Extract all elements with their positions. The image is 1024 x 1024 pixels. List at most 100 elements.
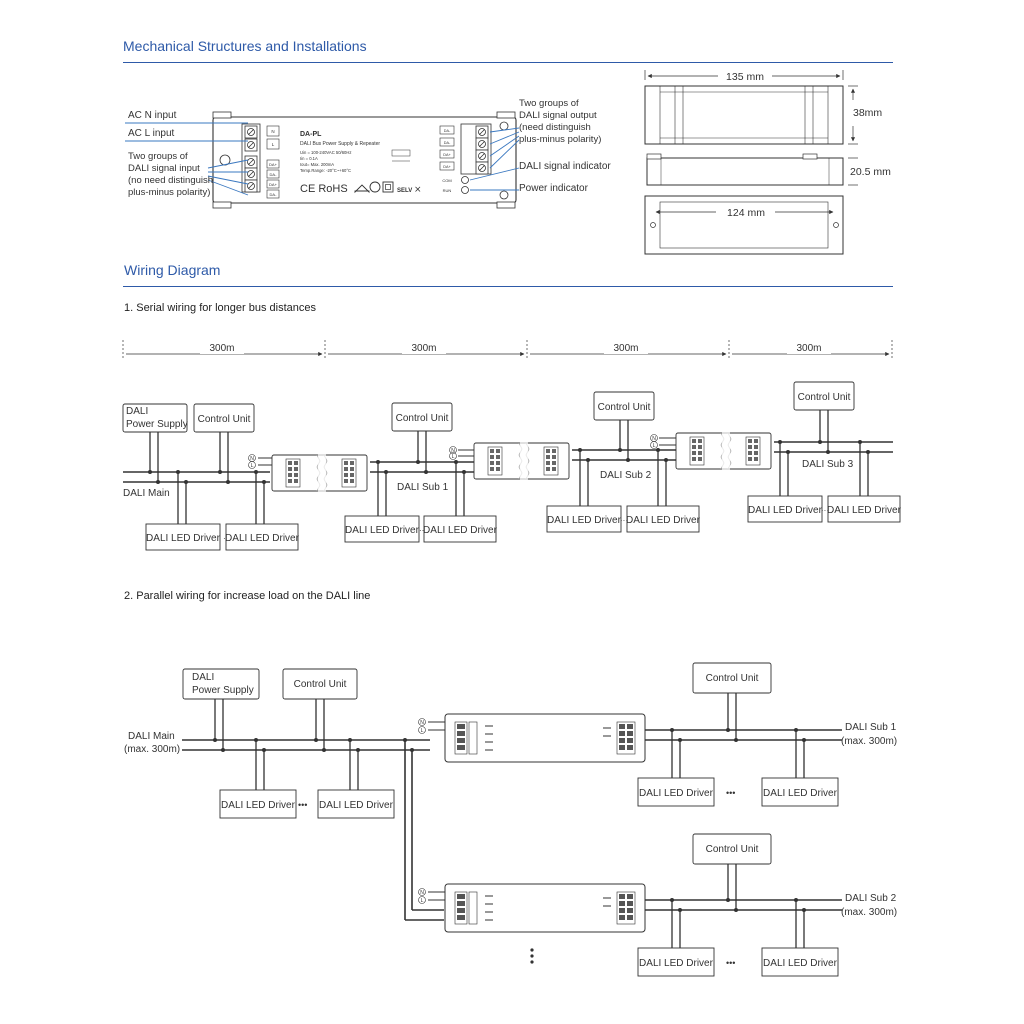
ellipsis: ··· [620,516,628,525]
device-model: DA-PL [300,131,322,138]
wiring-rule [123,286,893,287]
repeater-device [271,453,368,493]
weee-icon: ⨯ [414,184,422,194]
parallel-title: 2. Parallel wiring for increase load on … [124,590,371,602]
repeater-device [675,431,772,471]
term-in-label: DA+ [269,182,278,187]
l-label: L [251,463,254,469]
ellipsis: ••• [726,958,735,968]
control-unit-label: Control Unit [396,413,449,424]
term-out-label: DA+ [443,153,451,157]
term-in-label: DA+ [269,162,278,167]
callout-lines [125,122,520,196]
driver-label: DALI LED Driver [763,958,838,969]
dim-length: 135 mm [726,71,764,83]
cert-marks: CE RoHS [300,183,348,195]
device-front-view: N L DA+ DA- DA+ DA- DA-PL DALI Bus Power… [212,111,517,209]
dali-out-callout: Two groups of [519,98,579,109]
dim-depth: 20.5 mm [850,166,891,178]
dali-out-callout: DALI signal output [519,110,597,121]
repeater-device [473,441,570,481]
power-supply-label: Power Supply [192,685,254,696]
n-label: N [250,456,254,462]
power-supply-label: DALI [126,406,148,417]
dali-in-callout: DALI signal input [128,163,200,174]
power-indicator-callout: Power indicator [519,183,589,194]
com-label: COM [442,178,451,183]
distance-label: 300m [411,343,436,354]
driver-label: DALI LED Driver [639,958,714,969]
driver-label: DALI LED Driver [345,525,420,536]
nl-labels: N L N L N L [248,434,658,469]
dim-mount: 124 mm [727,207,765,219]
dali-sub2-label: DALI Sub 2 [845,893,897,904]
term-in-label: DA- [270,192,278,197]
control-unit-label: Control Unit [294,679,347,690]
device-subtitle: DALI Bus Power Supply & Repeater [300,141,380,147]
control-unit-label: Control Unit [598,402,651,413]
dali-out-callout: (need distinguish [519,122,591,133]
dimension-views: 135 mm 38mm 20.5 mm 124 mm [644,70,891,255]
parallel-wiring: N L N L DALI Power Supply Control Unit C… [124,662,897,977]
power-led [461,186,469,194]
dali-sub1-label: DALI Sub 1 [845,722,897,733]
ac-n-callout: AC N input [128,110,177,121]
ellipsis: ··· [419,526,427,535]
control-unit-label: Control Unit [706,673,759,684]
mechanical-rule [123,62,893,63]
dali-sub-label: DALI Sub 2 [600,470,652,481]
distance-label: 300m [613,343,638,354]
term-out-label: DA+ [443,165,451,169]
mechanical-title: Mechanical Structures and Installations [123,38,367,54]
device-spec: Uin = 100-240VAC 50/60Hz [300,150,351,155]
dali-in-callout: Two groups of [128,151,188,162]
double-insulation-icon [382,181,394,193]
term-in-label: L [272,142,275,147]
dali-main-label: DALI Main [123,488,170,499]
driver-label: DALI LED Driver [225,533,300,544]
device-spec: Iout= Max. 200mA [300,162,334,167]
dim-height: 38mm [853,107,882,119]
driver-label: DALI LED Driver [763,788,838,799]
driver-label: DALI LED Driver [827,505,902,516]
dali-led [461,176,469,184]
dali-in-callout: (no need distinguish [128,175,213,186]
driver-label: DALI LED Driver [146,533,221,544]
indoor-icon [354,184,370,194]
n-label: N [652,436,656,442]
driver-label: DALI LED Driver [319,800,394,811]
driver-label: DALI LED Driver [547,515,622,526]
l-label: L [421,898,424,904]
dali-sub1-range: (max. 300m) [841,736,897,747]
term-out-label: DA- [444,141,451,145]
wiring-title: Wiring Diagram [124,262,221,278]
distance-label: 300m [209,343,234,354]
term-in-label: DA- [270,172,278,177]
callouts: AC N input AC L input Two groups of DALI… [128,98,611,198]
control-unit-label: Control Unit [198,414,251,425]
control-unit-label: Control Unit [706,844,759,855]
device-spec: Iin = 0.1A [300,156,318,161]
n-label: N [420,890,424,896]
repeater-device [444,713,646,763]
driver-label: DALI LED Driver [626,515,701,526]
more-devices-ellipsis [530,948,534,964]
selv-mark: SELV [397,188,412,194]
term-out-label: DA- [444,129,451,133]
class-icon [369,181,381,193]
dali-in-callout: plus-minus polarity) [128,187,210,198]
repeater-device [444,883,646,933]
ellipsis: ••• [298,800,307,810]
l-label: L [421,728,424,734]
dali-sub-label: DALI Sub 1 [397,482,449,493]
dali-sub2-range: (max. 300m) [841,907,897,918]
run-label: RUN [443,188,452,193]
device-spec: Temp.Range: -20°C~+60°C [300,168,351,173]
dali-indicator-callout: DALI signal indicator [519,161,611,172]
l-label: L [452,454,455,460]
ac-l-callout: AC L input [128,128,175,139]
ellipsis: ··· [821,506,829,515]
power-supply-label: DALI [192,672,214,683]
driver-label: DALI LED Driver [221,800,296,811]
